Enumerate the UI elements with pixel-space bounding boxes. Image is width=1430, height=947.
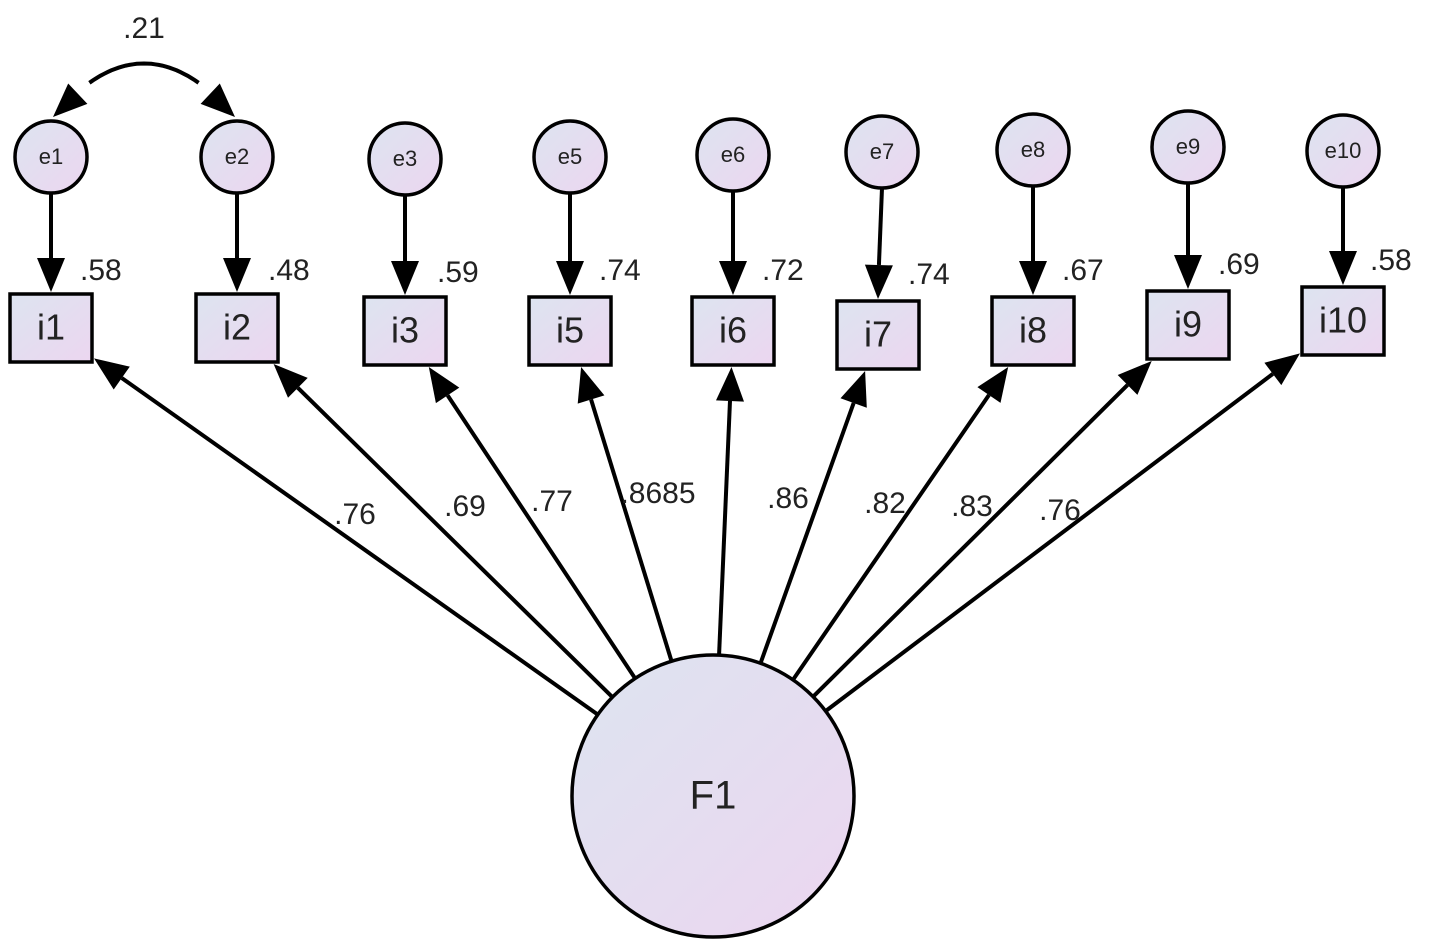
loading-path-i1 bbox=[120, 376, 600, 717]
error-circle-e10 bbox=[1305, 113, 1381, 189]
r-squared-i10: .58 bbox=[1370, 244, 1412, 277]
loading-value-i8: .83 bbox=[951, 490, 993, 523]
covariance-arc-e1-e2 bbox=[88, 61, 200, 85]
item-box-i1 bbox=[8, 292, 94, 364]
error-circle-e3 bbox=[367, 121, 443, 197]
loading-path-i8 bbox=[791, 393, 991, 681]
error-label-e8: e8 bbox=[1021, 137, 1045, 162]
error-label-e1: e1 bbox=[39, 144, 63, 169]
loading-path-i6 bbox=[717, 400, 732, 656]
item-box-i9 bbox=[1145, 289, 1231, 361]
loading-value-i3: .77 bbox=[531, 485, 573, 518]
item-box-i6 bbox=[690, 295, 776, 367]
error-arrowhead-e7 bbox=[864, 264, 893, 299]
loading-arrowhead-i5 bbox=[577, 367, 605, 404]
error-label-e10: e10 bbox=[1325, 138, 1362, 163]
loading-arrowhead-i6 bbox=[716, 367, 744, 402]
covariance-arrowhead-e1 bbox=[53, 83, 88, 117]
error-label-e6: e6 bbox=[721, 142, 745, 167]
item-box-i5 bbox=[527, 295, 613, 367]
loading-arrowhead-i9 bbox=[1117, 361, 1152, 395]
item-label-i8: i8 bbox=[1019, 310, 1047, 351]
covariance-arrowhead-e2 bbox=[200, 83, 235, 117]
item-label-i5: i5 bbox=[556, 310, 584, 351]
labels-layer: i1 e1 .58 .76 i2 e2 .48 .69 i3 e3 .59 .77 i5 e5 .74 .86… bbox=[37, 12, 1412, 818]
error-arrowhead-e5 bbox=[556, 261, 584, 295]
error-arrowhead-e6 bbox=[719, 261, 747, 295]
loading-arrowhead-i10 bbox=[1264, 353, 1300, 386]
error-circle-e6 bbox=[695, 117, 771, 193]
loading-arrowhead-i8 bbox=[977, 367, 1009, 403]
loading-path-i3 bbox=[445, 394, 637, 680]
error-circle-e8 bbox=[995, 112, 1071, 188]
error-arrowhead-e8 bbox=[1019, 261, 1047, 295]
error-label-e2: e2 bbox=[225, 144, 249, 169]
r-squared-i7: .74 bbox=[908, 258, 950, 291]
loading-path-i10 bbox=[824, 372, 1275, 713]
r-squared-i5: .74 bbox=[599, 254, 641, 287]
item-label-i2: i2 bbox=[223, 307, 251, 348]
error-path-e7 bbox=[876, 187, 884, 266]
loading-arrowhead-i7 bbox=[840, 371, 867, 408]
error-arrowhead-e9 bbox=[1174, 255, 1202, 289]
item-label-i7: i7 bbox=[864, 314, 892, 355]
loading-arrowhead-i3 bbox=[428, 367, 460, 404]
error-arrowhead-e1 bbox=[37, 258, 65, 292]
item-label-i1: i1 bbox=[37, 307, 65, 348]
loading-path-i7 bbox=[758, 402, 856, 664]
error-label-e3: e3 bbox=[393, 146, 417, 171]
loading-value-i9: .76 bbox=[1039, 494, 1081, 527]
item-box-i2 bbox=[194, 292, 280, 364]
loading-path-i5 bbox=[589, 398, 674, 662]
r-squared-i8: .67 bbox=[1062, 254, 1104, 287]
loading-path-i9 bbox=[811, 383, 1129, 699]
error-circle-e5 bbox=[532, 119, 608, 195]
factor-circle-F1 bbox=[570, 653, 856, 939]
item-label-i10: i10 bbox=[1319, 300, 1367, 341]
error-label-e5: e5 bbox=[558, 144, 582, 169]
error-arrowhead-e2 bbox=[223, 258, 251, 292]
loading-value-i7: .82 bbox=[864, 487, 906, 520]
item-label-i3: i3 bbox=[391, 310, 419, 351]
loading-value-i5: .8685 bbox=[620, 477, 695, 510]
factor-label: F1 bbox=[690, 774, 737, 818]
error-label-e9: e9 bbox=[1176, 134, 1200, 159]
item-label-i9: i9 bbox=[1174, 304, 1202, 345]
item-box-i10 bbox=[1300, 285, 1386, 357]
error-label-e7: e7 bbox=[870, 139, 894, 164]
error-arrowhead-e10 bbox=[1329, 251, 1357, 285]
error-arrowhead-e3 bbox=[391, 261, 419, 295]
item-box-i3 bbox=[362, 295, 448, 367]
r-squared-i6: .72 bbox=[762, 254, 804, 287]
shapes-layer bbox=[8, 109, 1386, 939]
loading-path-i2 bbox=[296, 386, 614, 699]
r-squared-i3: .59 bbox=[437, 256, 479, 289]
item-box-i7 bbox=[835, 299, 921, 371]
loading-arrowhead-i1 bbox=[94, 358, 130, 390]
loading-value-i6: .86 bbox=[767, 482, 809, 515]
loading-value-i2: .69 bbox=[444, 490, 486, 523]
r-squared-i2: .48 bbox=[268, 254, 310, 287]
covariance-value: .21 bbox=[123, 12, 165, 45]
loading-value-i1: .76 bbox=[334, 498, 376, 531]
item-box-i8 bbox=[990, 295, 1076, 367]
error-circle-e1 bbox=[13, 119, 89, 195]
item-label-i6: i6 bbox=[719, 310, 747, 351]
error-circle-e7 bbox=[844, 114, 920, 190]
error-circle-e9 bbox=[1150, 109, 1226, 185]
error-circle-e2 bbox=[199, 119, 275, 195]
r-squared-i9: .69 bbox=[1218, 248, 1260, 281]
loading-arrowhead-i2 bbox=[273, 364, 308, 398]
r-squared-i1: .58 bbox=[80, 254, 122, 287]
edges-layer bbox=[37, 61, 1357, 717]
